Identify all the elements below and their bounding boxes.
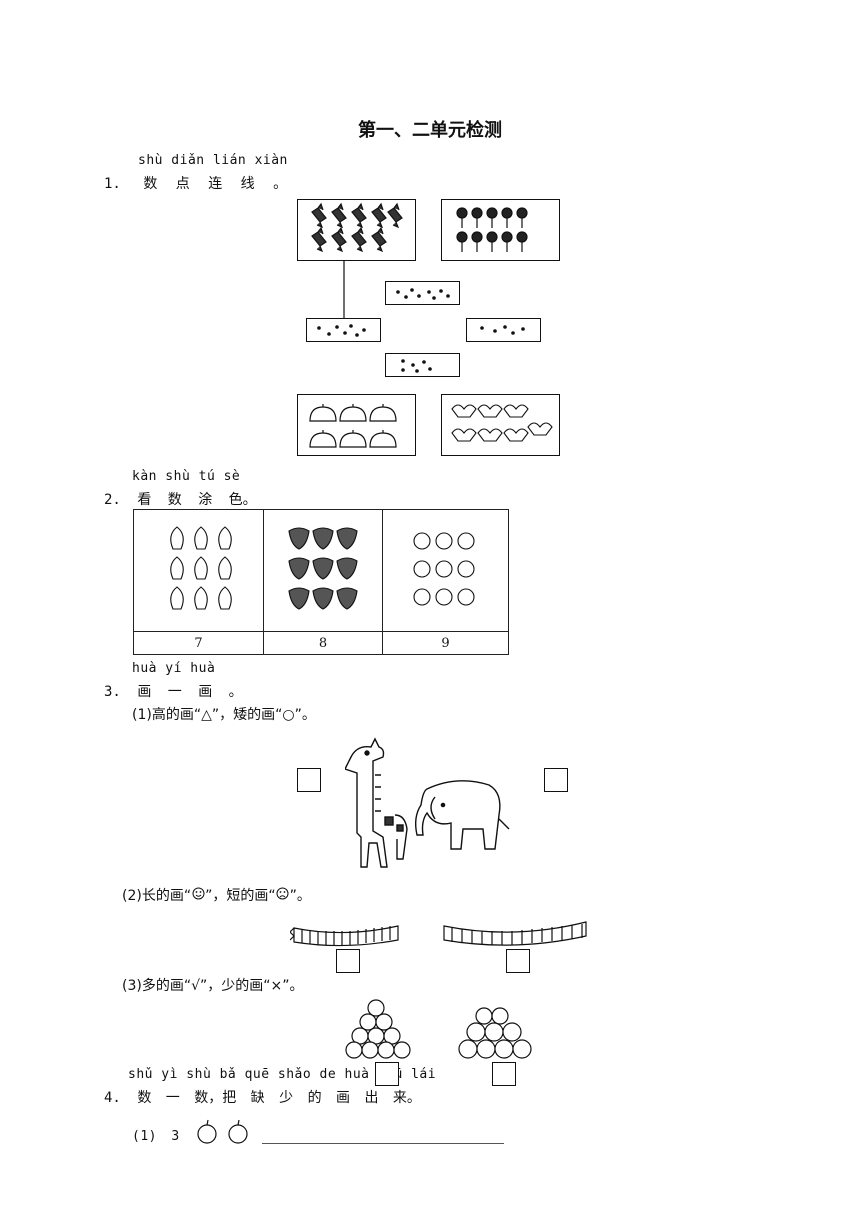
circle-pyramids-image xyxy=(345,999,532,1059)
q4-item1-label: (1) xyxy=(132,1129,157,1144)
q2-number: 2. xyxy=(104,492,121,508)
q3-sub2-tail: ”。 xyxy=(289,888,311,904)
dots-6 xyxy=(401,359,432,373)
apple-cell[interactable] xyxy=(382,509,509,632)
q1-heading: 1. 数 点 连 线 。 xyxy=(104,173,287,193)
dove-group-image xyxy=(451,404,553,442)
q2-heading: 2. 看 数 涂 色。 xyxy=(104,489,257,509)
dove-box[interactable] xyxy=(441,394,560,456)
q3-sub2-lead: (2)长的画“ xyxy=(122,888,192,904)
q4-item1-count: 3 xyxy=(171,1129,180,1144)
radish-cell[interactable] xyxy=(133,509,264,632)
radish-count: 7 xyxy=(133,631,264,655)
page-title: 第一、二单元检测 xyxy=(358,120,502,141)
peach-group-image xyxy=(309,404,397,448)
q4-answer-line[interactable] xyxy=(262,1142,504,1144)
dot-card-8[interactable] xyxy=(385,281,460,305)
giraffe-elephant-image xyxy=(345,737,510,868)
apple-count: 9 xyxy=(382,631,509,655)
flower-group-image xyxy=(456,207,528,252)
dot-card-7[interactable] xyxy=(306,318,381,342)
scarf-short-answer-box[interactable] xyxy=(336,949,360,973)
q4-heading: 4. 数 一 数，把 缺 少 的 画 出 来。 xyxy=(104,1087,421,1107)
q3-heading: 3. 画 一 画 。 xyxy=(104,681,243,701)
q2-pinyin: kàn shù tú sè xyxy=(132,469,241,484)
flower-box[interactable] xyxy=(441,199,560,261)
peach-icon xyxy=(309,404,397,448)
dots-8 xyxy=(396,288,450,300)
q4-item1: (1) 3 xyxy=(132,1129,180,1144)
q1-number: 1. xyxy=(104,176,121,192)
dot-card-6[interactable] xyxy=(385,353,460,377)
giraffe-answer-box[interactable] xyxy=(297,768,321,792)
candy-box[interactable] xyxy=(297,199,416,261)
q3-number: 3. xyxy=(104,684,121,700)
radish-group-image xyxy=(169,525,232,610)
q3-text: 画 一 画 。 xyxy=(137,684,243,700)
q4-number: 4. xyxy=(104,1090,121,1106)
q3-sub2: (2)长的画“ ”，短的画“ ”。 xyxy=(122,885,311,905)
apples-drawn-image xyxy=(197,1119,248,1144)
smile-icon xyxy=(191,887,205,904)
frown-face-glyph xyxy=(276,887,289,900)
pyramid-small-answer-box[interactable] xyxy=(375,1062,399,1086)
dots-5 xyxy=(480,325,525,335)
q4-pinyin: shǔ yì shù bǎ quē shǎo de huà chū lái xyxy=(128,1067,437,1082)
scarves-image xyxy=(290,921,587,947)
dots-7 xyxy=(317,324,366,337)
q3-sub2-mid: ”，短的画“ xyxy=(205,888,276,904)
q2-table: 7 8 9 xyxy=(133,509,509,655)
candy-icon xyxy=(311,202,403,253)
peach-box[interactable] xyxy=(297,394,416,456)
smile-face-glyph xyxy=(192,887,205,900)
apple-group-image xyxy=(412,531,475,606)
elephant-answer-box[interactable] xyxy=(544,768,568,792)
candy-group-image xyxy=(311,202,403,253)
q3-sub1: (1)高的画“△”，矮的画“○”。 xyxy=(132,707,316,723)
strawberry-group-image xyxy=(288,526,358,610)
q1-connector-line xyxy=(343,260,345,318)
q3-pinyin: huà yí huà xyxy=(132,661,216,676)
strawberry-count: 8 xyxy=(263,631,383,655)
scarf-long-answer-box[interactable] xyxy=(506,949,530,973)
frown-icon xyxy=(276,887,290,904)
q1-text: 数 点 连 线 。 xyxy=(143,176,288,192)
q4-text: 数 一 数，把 缺 少 的 画 出 来。 xyxy=(137,1090,421,1106)
pyramid-large-answer-box[interactable] xyxy=(492,1062,516,1086)
q1-pinyin: shù diǎn lián xiàn xyxy=(138,153,288,168)
q2-text: 看 数 涂 色。 xyxy=(137,492,257,508)
dot-card-5[interactable] xyxy=(466,318,541,342)
q3-sub3: (3)多的画“√”，少的画“×”。 xyxy=(122,978,304,994)
strawberry-cell[interactable] xyxy=(263,509,383,632)
